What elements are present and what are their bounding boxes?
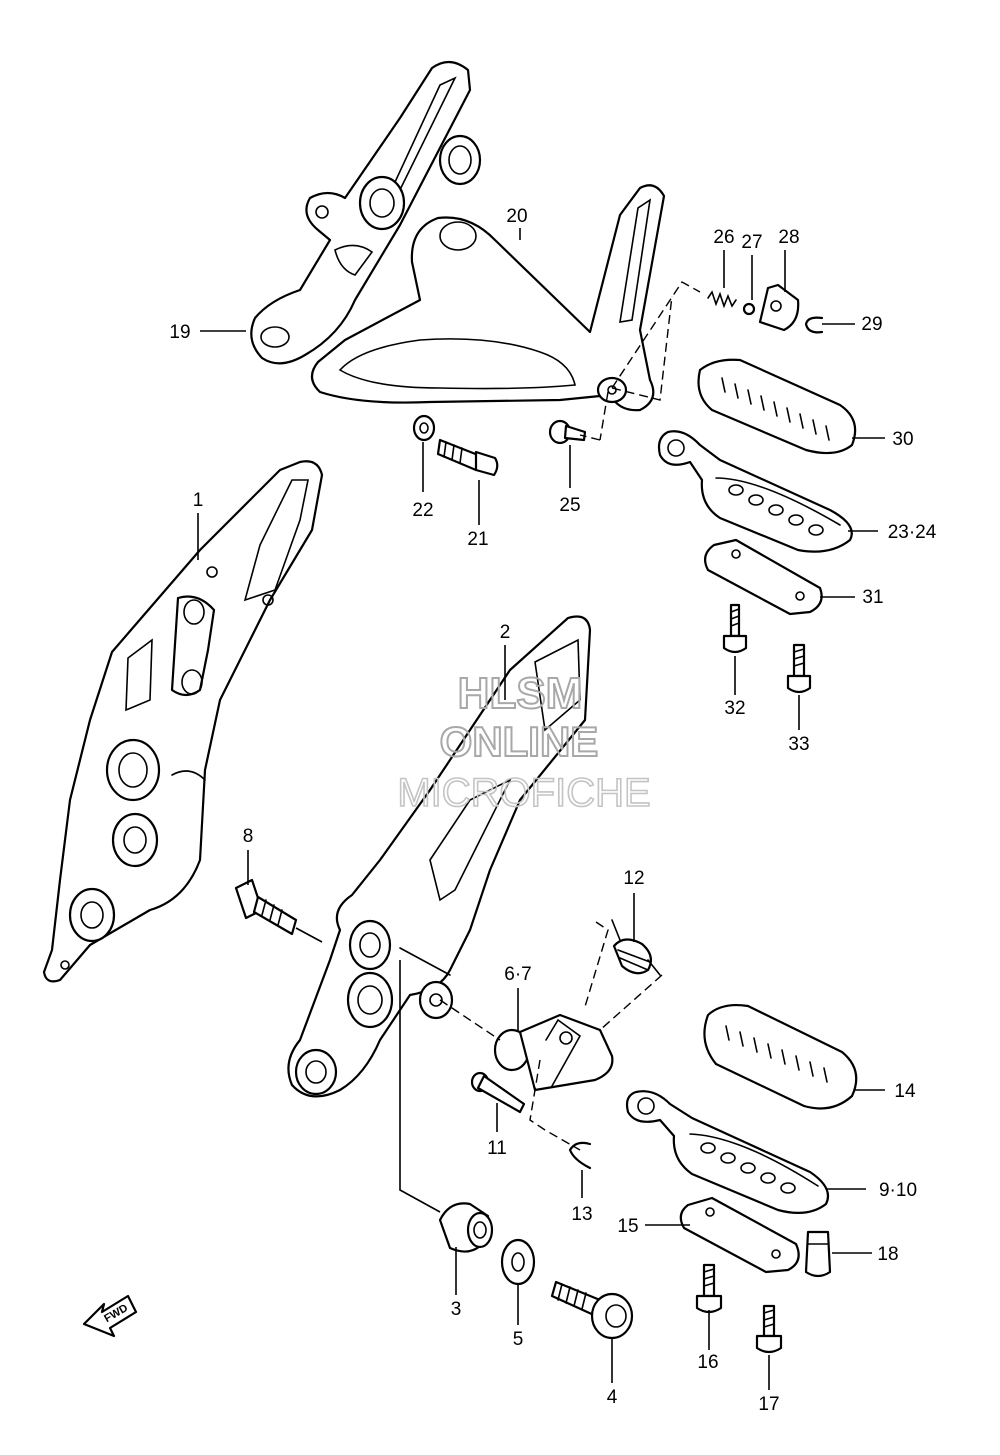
bolt-8 bbox=[234, 878, 298, 936]
watermark-line-3: MICROFICHE bbox=[397, 771, 650, 815]
callout-27: 27 bbox=[741, 232, 762, 253]
callout-25: 25 bbox=[559, 495, 580, 516]
return-spring-12 bbox=[611, 919, 661, 976]
washer-22 bbox=[412, 414, 436, 442]
callout-15: 15 bbox=[617, 1216, 638, 1237]
pivot-6-7 bbox=[493, 1013, 614, 1092]
footpeg-23-24 bbox=[657, 430, 853, 553]
callout-5: 5 bbox=[513, 1329, 524, 1350]
callout-2: 2 bbox=[500, 622, 511, 643]
pin-25 bbox=[548, 419, 587, 445]
bolt-16 bbox=[695, 1263, 723, 1314]
footpeg-rubber-14 bbox=[703, 1003, 858, 1110]
callout-8: 8 bbox=[243, 826, 254, 847]
collar-3 bbox=[438, 1202, 494, 1253]
leader-lines bbox=[197, 228, 885, 1390]
pin-11 bbox=[470, 1071, 526, 1114]
callout-19: 19 bbox=[169, 322, 190, 343]
bolt-17 bbox=[755, 1304, 783, 1354]
callout-29: 29 bbox=[861, 314, 882, 335]
callout-labels: 1 2 3 4 5 6·7 8 9·10 11 12 13 14 15 16 1… bbox=[169, 206, 936, 1415]
forward-arrow-icon: FWD bbox=[82, 1294, 138, 1338]
callout-18: 18 bbox=[877, 1244, 898, 1265]
callout-32: 32 bbox=[724, 698, 745, 719]
callout-4: 4 bbox=[607, 1387, 618, 1408]
clip-29 bbox=[804, 316, 824, 334]
rear-bracket-right-20 bbox=[310, 184, 666, 412]
callout-9-10: 9·10 bbox=[879, 1180, 917, 1201]
watermark: HLSM ONLINE MICROFICHE bbox=[397, 668, 652, 816]
slider-plate-15 bbox=[679, 1196, 800, 1274]
callout-23-24: 23·24 bbox=[888, 522, 937, 543]
callout-31: 31 bbox=[862, 587, 883, 608]
front-bracket-left-1 bbox=[42, 460, 324, 983]
callout-30: 30 bbox=[892, 429, 913, 450]
callout-14: 14 bbox=[894, 1081, 916, 1102]
watermark-line-1: HLSM bbox=[458, 669, 583, 718]
callout-26: 26 bbox=[713, 227, 734, 248]
bolt-4 bbox=[550, 1280, 634, 1340]
slider-plate-31 bbox=[703, 538, 823, 616]
callout-3: 3 bbox=[451, 1299, 462, 1320]
callout-21: 21 bbox=[467, 529, 488, 550]
watermark-line-2: ONLINE bbox=[440, 718, 599, 765]
front-bracket-right-2 bbox=[287, 615, 592, 1098]
e-clip-13 bbox=[568, 1141, 592, 1170]
callout-6-7: 6·7 bbox=[504, 964, 531, 985]
rear-bracket-left-19 bbox=[250, 60, 482, 365]
bolt-32 bbox=[722, 603, 748, 654]
callout-17: 17 bbox=[758, 1394, 779, 1415]
callout-12: 12 bbox=[623, 868, 644, 889]
plate-28 bbox=[758, 283, 800, 332]
callout-33: 33 bbox=[788, 734, 809, 755]
spring-26 bbox=[707, 290, 737, 309]
ball-27 bbox=[742, 302, 756, 316]
callout-1: 1 bbox=[193, 490, 204, 511]
callout-22: 22 bbox=[412, 500, 433, 521]
callout-20: 20 bbox=[506, 206, 527, 227]
callout-13: 13 bbox=[571, 1204, 592, 1225]
footpeg-rubber-30 bbox=[697, 358, 857, 455]
callout-28: 28 bbox=[778, 227, 799, 248]
bolt-18 bbox=[804, 1230, 832, 1278]
bolt-33 bbox=[786, 643, 812, 694]
washer-5 bbox=[500, 1238, 536, 1286]
footpeg-9-10 bbox=[625, 1090, 830, 1215]
callout-16: 16 bbox=[697, 1352, 718, 1373]
bolt-21 bbox=[436, 438, 499, 477]
callout-11: 11 bbox=[487, 1138, 507, 1159]
